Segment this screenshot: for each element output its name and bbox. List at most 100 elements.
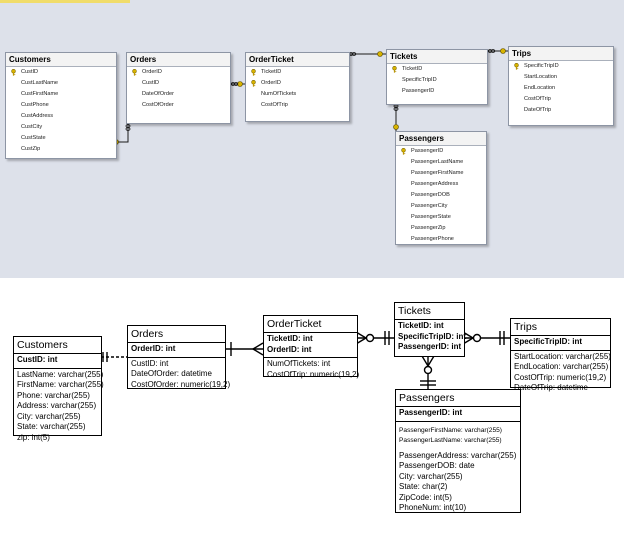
table-column[interactable]: OrderID <box>127 67 230 78</box>
field-label: StartLocation <box>524 74 557 80</box>
field-label: TicketID: int <box>398 321 444 330</box>
field-label: CustAddress <box>21 113 54 119</box>
entity-field: Address: varchar(255) <box>17 401 98 412</box>
table-column[interactable]: PassengerFirstName <box>396 168 486 179</box>
field-label: CostOfTrip: numeric(19,2) <box>267 369 360 379</box>
table-column[interactable]: PassengerDOB <box>396 190 486 201</box>
field-label: SpecificTripID: int <box>398 331 467 341</box>
entity-field-section: PassengerID: int <box>396 407 520 422</box>
table-column[interactable]: CustID <box>127 78 230 89</box>
field-label: FirstName: varchar(255) <box>17 380 104 389</box>
entity-field-section: SpecificTripID: int <box>511 336 610 351</box>
table-column[interactable]: DateOfTrip <box>509 105 613 116</box>
entity-field: SpecificTripID: int <box>398 332 466 343</box>
field-label: PhoneNum: int(10) <box>399 503 467 512</box>
table-column[interactable]: EndLocation <box>509 83 613 94</box>
rel-line-customers-orders <box>115 122 129 143</box>
entity-field-section: CustID: int <box>14 354 101 369</box>
table-column[interactable]: PassengerID <box>396 146 486 157</box>
erd-rel-optional-circle <box>365 333 375 343</box>
table-column[interactable]: PassengerID <box>387 86 487 97</box>
table-column[interactable]: CustCity <box>6 122 116 133</box>
entity-title: Customers <box>14 337 101 354</box>
entity-title: Tickets <box>395 303 464 320</box>
table-column[interactable]: CustLastName <box>6 78 116 89</box>
entity-field-section: StartLocation: varchar(255)EndLocation: … <box>511 351 611 396</box>
field-label: PassengerID <box>402 88 435 94</box>
entity-title: OrderTicket <box>264 316 357 333</box>
entity-field: PassengerID: int <box>399 408 517 419</box>
table-column[interactable]: CustFirstName <box>6 89 116 100</box>
entity-field-section: LastName: varchar(255)FirstName: varchar… <box>14 369 104 446</box>
table-column[interactable]: DateOfOrder <box>127 89 230 100</box>
erd-entity-customers[interactable]: Customers CustID: int LastName: varchar(… <box>13 336 104 442</box>
entity-field: DateOfTrip: datetime <box>514 383 607 394</box>
rel-infinity-icon <box>490 49 496 53</box>
table-column[interactable]: CustZip <box>6 144 116 155</box>
table-column[interactable]: PassengerAddress <box>396 179 486 190</box>
table-column[interactable]: SpecificTripID <box>387 75 487 86</box>
table-column[interactable]: TicketID <box>387 64 487 75</box>
field-label: PassengerDOB: date <box>399 461 475 470</box>
table-column[interactable]: CostOfOrder <box>127 100 230 111</box>
table-column[interactable]: CostOfTrip <box>246 100 349 111</box>
table-column[interactable]: OrderID <box>246 78 349 89</box>
field-label: PassengerFirstName <box>411 170 464 176</box>
table-title: Passengers <box>396 132 486 146</box>
rel-key-icon <box>500 48 506 54</box>
primary-key-icon <box>11 69 16 76</box>
field-label: CostOfOrder <box>142 102 174 108</box>
entity-field: ZipCode: int(5) <box>399 493 517 504</box>
table-column[interactable]: SpecificTripID <box>509 61 613 72</box>
table-column[interactable]: PassengerZip <box>396 223 486 234</box>
table-column[interactable]: TicketID <box>246 67 349 78</box>
table-column[interactable]: StartLocation <box>509 72 613 83</box>
field-label: PassengerZip <box>411 225 446 231</box>
top-color-strip <box>0 0 130 3</box>
erd-rel-crowfoot <box>252 348 264 356</box>
entity-field-section: PassengerFirstName: varchar(255)Passenge… <box>396 422 520 516</box>
entity-field: FirstName: varchar(255) <box>17 380 104 391</box>
table-column[interactable]: CustState <box>6 133 116 144</box>
entity-field: City: varchar(255) <box>17 412 98 423</box>
field-label: ZipCode: int(5) <box>399 492 452 502</box>
rel-key-icon <box>393 124 399 130</box>
entity-field: TicketID: int <box>267 334 354 345</box>
field-label: PassengerAddress: varchar(255) <box>399 450 517 460</box>
field-label: NumOfTickets: int <box>267 359 331 368</box>
primary-key-icon <box>251 80 256 87</box>
field-label: CostOfTrip: numeric(19,2) <box>514 372 607 382</box>
primary-key-icon <box>251 69 256 76</box>
table-column[interactable]: CostOfTrip <box>509 94 613 105</box>
table-column[interactable]: PassengerPhone <box>396 234 486 245</box>
table-column[interactable]: CustPhone <box>6 100 116 111</box>
entity-field: zip: int(5) <box>17 433 98 444</box>
table-column[interactable]: CustAddress <box>6 111 116 122</box>
field-label: PassengerID: int <box>399 408 463 417</box>
table-column[interactable]: CustID <box>6 67 116 78</box>
table-title: Tickets <box>387 50 487 64</box>
entity-field: CostOfTrip: numeric(19,2) <box>514 373 607 384</box>
entity-field: OrderID: int <box>131 344 222 355</box>
table-column[interactable]: PassengerLastName <box>396 157 486 168</box>
table-column[interactable]: PassengerCity <box>396 201 486 212</box>
entity-field: Phone: varchar(255) <box>17 391 98 402</box>
erd-entity-passengers[interactable]: Passengers PassengerID: int PassengerFir… <box>395 389 521 513</box>
erd-entity-trips[interactable]: Trips SpecificTripID: int StartLocation:… <box>510 318 611 392</box>
table-column[interactable]: PassengerState <box>396 212 486 223</box>
table-column[interactable]: NumOfTickets <box>246 89 349 100</box>
